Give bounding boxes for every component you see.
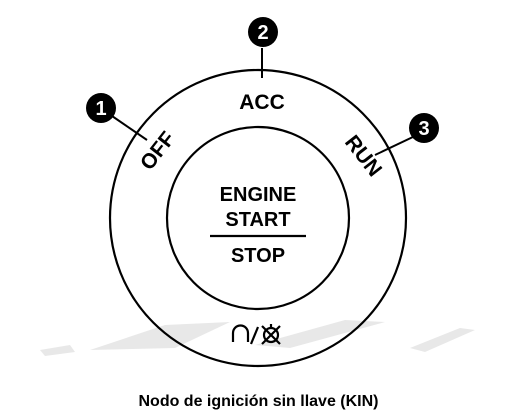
watermark-logo — [40, 320, 475, 356]
kin-diagram: 1 2 3 ACC OFF RUN ENGINE START STOP — [40, 17, 475, 368]
power-mute-symbol-icon — [231, 324, 281, 345]
svg-text:2: 2 — [257, 22, 268, 44]
callout-badge-2: 2 — [248, 17, 278, 47]
engine-start-stop-button[interactable] — [165, 125, 351, 311]
acc-label: ACC — [239, 91, 285, 114]
leader-line-3 — [374, 135, 416, 156]
svg-text:1: 1 — [95, 98, 106, 120]
off-label: OFF — [136, 127, 180, 174]
button-label-start: START — [225, 209, 290, 231]
button-label-stop: STOP — [231, 245, 285, 267]
svg-text:3: 3 — [418, 118, 429, 140]
run-label: RUN — [340, 131, 386, 181]
button-label-engine: ENGINE — [220, 184, 297, 206]
callout-badge-3: 3 — [409, 113, 439, 143]
callout-badge-1: 1 — [86, 93, 116, 123]
leader-line-1 — [111, 115, 148, 141]
diagram-caption: Nodo de ignición sin llave (KIN) — [138, 393, 379, 410]
ignition-outer-ring — [108, 68, 408, 368]
